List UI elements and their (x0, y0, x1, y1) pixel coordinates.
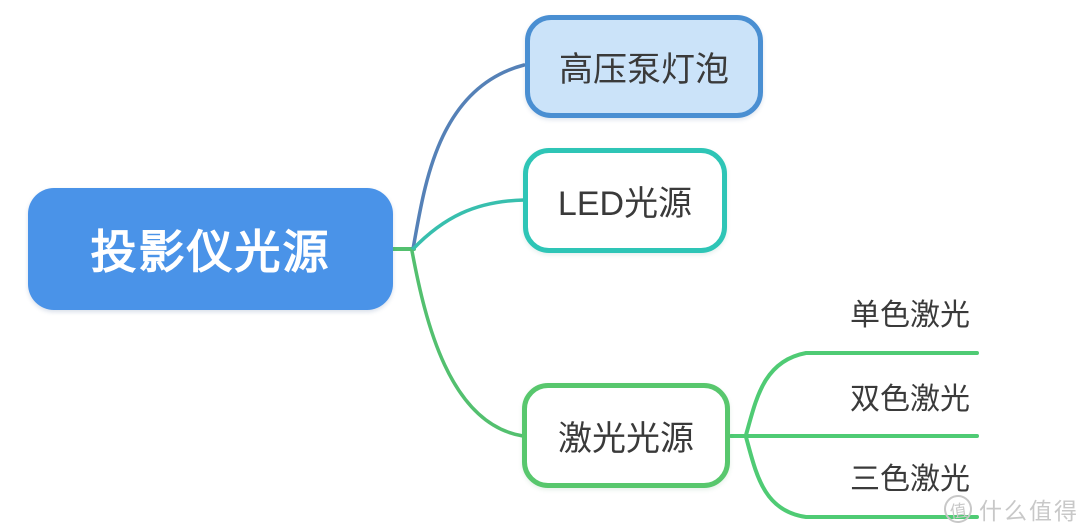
node-led[interactable]: LED光源 (523, 148, 727, 253)
leaf-tri-laser[interactable]: 三色激光 (840, 461, 980, 499)
node-led-label: LED光源 (557, 185, 693, 223)
connector-laser-to-tri (744, 435, 979, 519)
connector-root-to-led (411, 198, 526, 251)
watermark: 值 什么值得买 (942, 492, 1080, 526)
leaf-mono-laser[interactable]: 单色激光 (840, 297, 980, 335)
leaf-dual-laser[interactable]: 双色激光 (840, 381, 980, 419)
leaf-mono-laser-label: 单色激光 (850, 299, 970, 332)
node-hp-bulb[interactable]: 高压泵灯泡 (525, 15, 763, 118)
leaf-tri-laser-label: 三色激光 (850, 463, 970, 496)
node-laser[interactable]: 激光光源 (522, 383, 730, 488)
node-root-label: 投影仪光源 (90, 226, 331, 278)
connector-root-to-laser (410, 249, 525, 438)
watermark-text: 什么值得买 (979, 498, 1080, 524)
smzdm-logo-icon: 值 (942, 493, 974, 525)
connector-root-to-hp-bulb (411, 63, 526, 251)
node-root[interactable]: 投影仪光源 (28, 188, 393, 310)
connector-laser-to-mono (744, 351, 979, 437)
node-laser-label: 激光光源 (558, 420, 694, 458)
leaf-dual-laser-label: 双色激光 (850, 383, 970, 416)
node-hp-bulb-label: 高压泵灯泡 (559, 51, 729, 89)
